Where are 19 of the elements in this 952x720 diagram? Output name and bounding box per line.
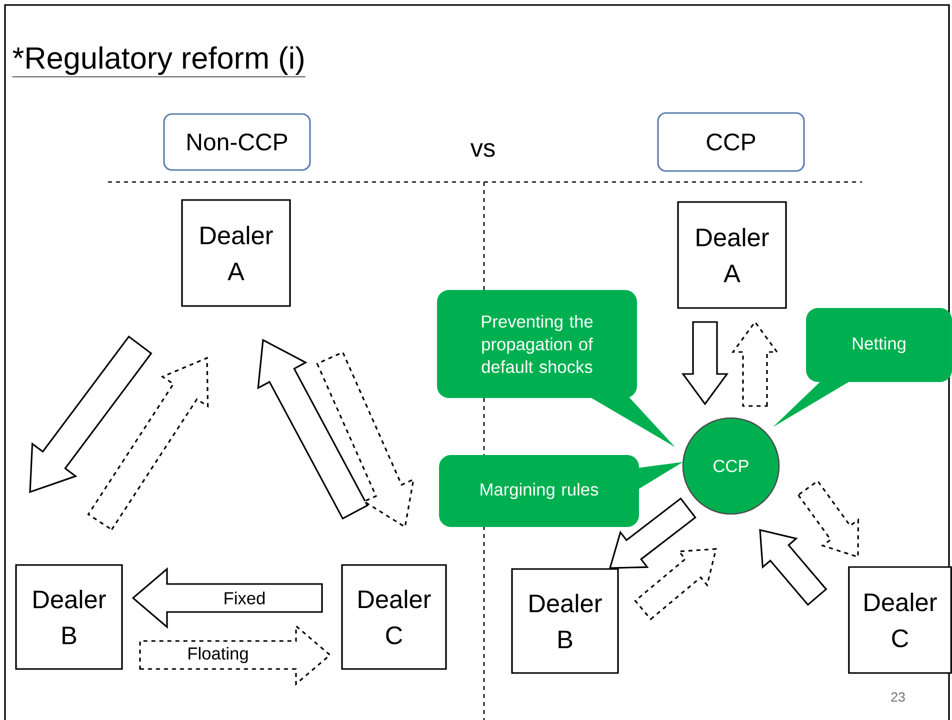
- vs-label: vs: [470, 143, 495, 157]
- edge-label: Floating: [186, 646, 250, 664]
- block-arrow: [132, 567, 323, 629]
- dealer-box: Dealer C: [341, 564, 447, 670]
- header-box: Non-CCP: [163, 113, 311, 171]
- block-arrow: [681, 321, 729, 406]
- speech-bubble: Preventing the propagation of default shocks: [437, 290, 675, 447]
- dealer-box: Dealer B: [15, 564, 123, 670]
- dealer-box: Dealer A: [677, 201, 787, 309]
- dealer-box: Dealer A: [181, 199, 291, 307]
- speech-bubble: Netting: [773, 308, 952, 427]
- block-arrow: [731, 320, 779, 407]
- speech-bubble: Margining rules: [439, 455, 683, 527]
- page-number: 23: [891, 692, 905, 702]
- dealer-box: Dealer C: [848, 566, 952, 674]
- header-box: CCP: [657, 112, 805, 172]
- title: *Regulatory reform (i): [12, 46, 306, 78]
- edge-label: Fixed: [222, 590, 268, 606]
- dealer-box: Dealer B: [511, 568, 619, 674]
